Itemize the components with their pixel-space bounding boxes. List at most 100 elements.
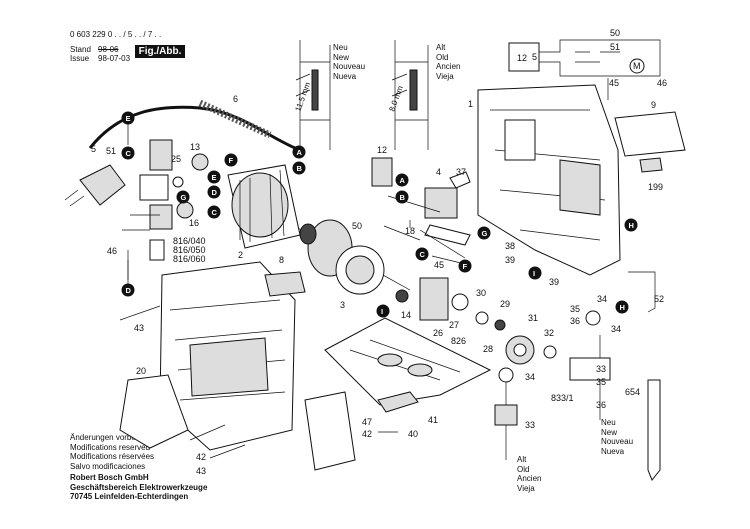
svg-text:E: E [126, 114, 131, 123]
stand-label: Stand [70, 45, 91, 54]
svg-text:B: B [297, 164, 303, 173]
svg-text:45: 45 [609, 78, 619, 88]
svg-text:A: A [297, 148, 303, 157]
svg-text:B: B [400, 193, 406, 202]
badge-b: B [292, 161, 306, 175]
svg-text:43: 43 [196, 466, 206, 476]
svg-text:39: 39 [549, 277, 559, 287]
plate-8 [264, 271, 306, 297]
svg-text:50: 50 [352, 221, 362, 231]
badge-c: C [121, 146, 135, 160]
svg-text:33: 33 [596, 364, 606, 374]
svg-text:34: 34 [525, 372, 535, 382]
svg-text:14: 14 [401, 310, 411, 320]
badge-e: E [121, 111, 135, 125]
badge-d: D [207, 185, 221, 199]
svg-text:30: 30 [476, 288, 486, 298]
badge-i2: I [528, 266, 542, 280]
svg-text:C: C [126, 149, 132, 158]
svg-text:D: D [212, 188, 218, 197]
badge-h: H [624, 218, 638, 232]
badge-b2: B [395, 190, 409, 204]
svg-text:34: 34 [611, 324, 621, 334]
svg-text:F: F [229, 156, 234, 165]
badge-c2: C [207, 205, 221, 219]
switch-components [122, 139, 209, 280]
housing-1 [477, 84, 621, 276]
svg-text:32: 32 [544, 328, 554, 338]
svg-text:50: 50 [610, 28, 620, 38]
svg-text:I: I [533, 269, 535, 278]
svg-text:34: 34 [597, 294, 607, 304]
svg-text:46: 46 [657, 78, 667, 88]
badge-g2: G [477, 226, 491, 240]
svg-text:40: 40 [408, 429, 418, 439]
svg-text:G: G [181, 193, 187, 202]
label-9 [614, 111, 686, 173]
svg-text:199: 199 [648, 182, 663, 192]
svg-text:H: H [629, 221, 634, 230]
svg-text:A: A [400, 176, 406, 185]
badge-a: A [292, 145, 306, 159]
svg-text:6: 6 [233, 94, 238, 104]
svg-text:45: 45 [434, 260, 444, 270]
svg-text:5: 5 [532, 52, 537, 62]
svg-text:816/060: 816/060 [173, 254, 206, 264]
svg-text:25: 25 [171, 154, 181, 164]
part-40 [377, 391, 419, 413]
armature-3 [297, 219, 411, 295]
svg-text:47: 47 [362, 417, 372, 427]
svg-text:36: 36 [596, 400, 606, 410]
svg-text:43: 43 [134, 323, 144, 333]
svg-text:H: H [620, 303, 625, 312]
plunger-33 [494, 310, 611, 460]
inset-new-bracket: 11.5 mm [293, 40, 331, 150]
dim-new: 11.5 mm [293, 81, 312, 113]
svg-text:46: 46 [107, 246, 117, 256]
svg-text:8: 8 [279, 255, 284, 265]
screws [119, 305, 398, 459]
badge-h2: H [615, 300, 629, 314]
svg-text:20: 20 [136, 366, 146, 376]
badge-g: G [176, 190, 190, 204]
badge-a2: A [395, 173, 409, 187]
svg-text:51: 51 [106, 146, 116, 156]
svg-text:13: 13 [190, 142, 200, 152]
svg-text:833/1: 833/1 [551, 393, 574, 403]
svg-text:28: 28 [483, 344, 493, 354]
svg-text:816/040: 816/040 [173, 236, 206, 246]
svg-text:52: 52 [654, 294, 664, 304]
svg-text:C: C [420, 250, 426, 259]
svg-text:2: 2 [238, 250, 243, 260]
svg-text:826: 826 [451, 336, 466, 346]
svg-text:36: 36 [570, 316, 580, 326]
cover-47 [304, 391, 356, 471]
mains-plug-5 [64, 164, 126, 207]
brush-holder-4 [371, 157, 471, 259]
issue-value: 98-07-03 [98, 54, 131, 63]
badge-f: F [224, 153, 238, 167]
svg-text:3: 3 [340, 300, 345, 310]
svg-text:12: 12 [377, 145, 387, 155]
badge-e2: E [207, 170, 221, 184]
svg-text:42: 42 [362, 429, 372, 439]
inset-old-bracket: 8.0 mm [387, 40, 429, 150]
svg-text:16: 16 [189, 218, 199, 228]
svg-text:35: 35 [596, 377, 606, 387]
badge-c3: C [415, 247, 429, 261]
badge-f2: F [458, 259, 472, 273]
field-stator-2 [227, 164, 301, 249]
svg-text:M: M [633, 61, 641, 71]
badge-i: I [376, 304, 390, 318]
svg-text:1: 1 [468, 99, 473, 109]
wiring-schematic: 12 5 M 50 51 45 46 [508, 28, 667, 100]
svg-text:35: 35 [570, 304, 580, 314]
svg-text:I: I [381, 307, 383, 316]
base-plate-41 [324, 317, 492, 406]
svg-text:816/050: 816/050 [173, 245, 206, 255]
